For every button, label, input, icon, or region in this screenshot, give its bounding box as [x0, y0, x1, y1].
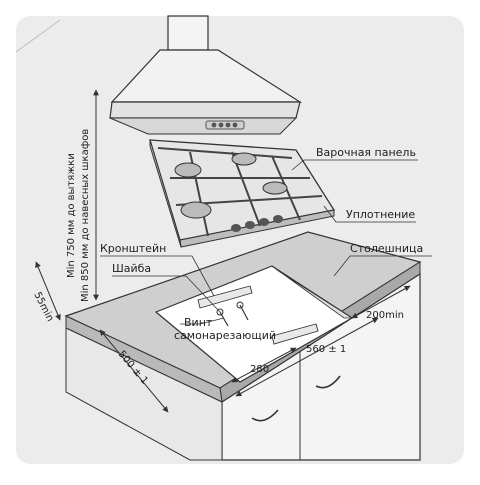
label-seal: Уплотнение: [346, 208, 415, 221]
hood-knob-3: [225, 122, 231, 128]
dimension-lines: [35, 89, 411, 413]
dim-560-label: 560 ± 1: [306, 344, 346, 355]
label-washer: Шайба: [112, 262, 151, 275]
note-hood-clearance: Min 750 мм до вытяжки: [66, 153, 77, 278]
gas-hob: [149, 139, 336, 248]
leader-hob: [291, 159, 418, 171]
leader-washer: [112, 275, 221, 313]
dim-280-label: 280: [250, 364, 269, 375]
burner-2: [231, 152, 257, 166]
hood-front-panel: [109, 101, 301, 119]
burner-3: [180, 201, 212, 219]
burner-4: [262, 181, 288, 195]
dim-280-line: [231, 347, 297, 383]
hob-knob-4: [273, 215, 283, 223]
hob-knob-2: [245, 221, 255, 229]
dim-500-line: [99, 329, 169, 413]
hood-chimney: [167, 15, 209, 51]
label-screw-line1: Винт: [184, 316, 213, 329]
wall-left-edge: [15, 19, 61, 53]
dim-55-line: [35, 261, 61, 321]
hob-knob-1: [231, 224, 241, 232]
screw-1: [219, 311, 229, 327]
hood-knob-1: [211, 122, 217, 128]
burner-1: [174, 162, 202, 178]
label-countertop: Столешница: [350, 242, 423, 255]
door-handle-left: [251, 409, 279, 422]
dim-200-line: [351, 285, 411, 319]
hood-knob-2: [218, 122, 224, 128]
label-bracket: Кронштейн: [100, 242, 166, 255]
leader-countertop: [333, 255, 432, 277]
leader-lines: [100, 159, 432, 325]
leader-bracket: [100, 255, 215, 297]
dim-200-label: 200min: [366, 310, 404, 321]
hob-knob-3: [259, 218, 269, 226]
dim-560-line: [235, 317, 379, 397]
leader-seal: [323, 205, 416, 223]
label-screw-line2: самонарезающий: [174, 329, 276, 342]
note-cabinet-clearance: Min 850 мм до навесных шкафов: [80, 129, 91, 302]
label-hob: Варочная панель: [316, 146, 416, 159]
screw-2: [239, 304, 249, 321]
leader-screw: [180, 317, 225, 325]
range-hood: [109, 15, 303, 135]
hob-left-edge: [149, 139, 182, 248]
hob-grate: [157, 147, 323, 237]
hood-bottom: [109, 117, 298, 135]
hood-knob-4: [232, 122, 238, 128]
